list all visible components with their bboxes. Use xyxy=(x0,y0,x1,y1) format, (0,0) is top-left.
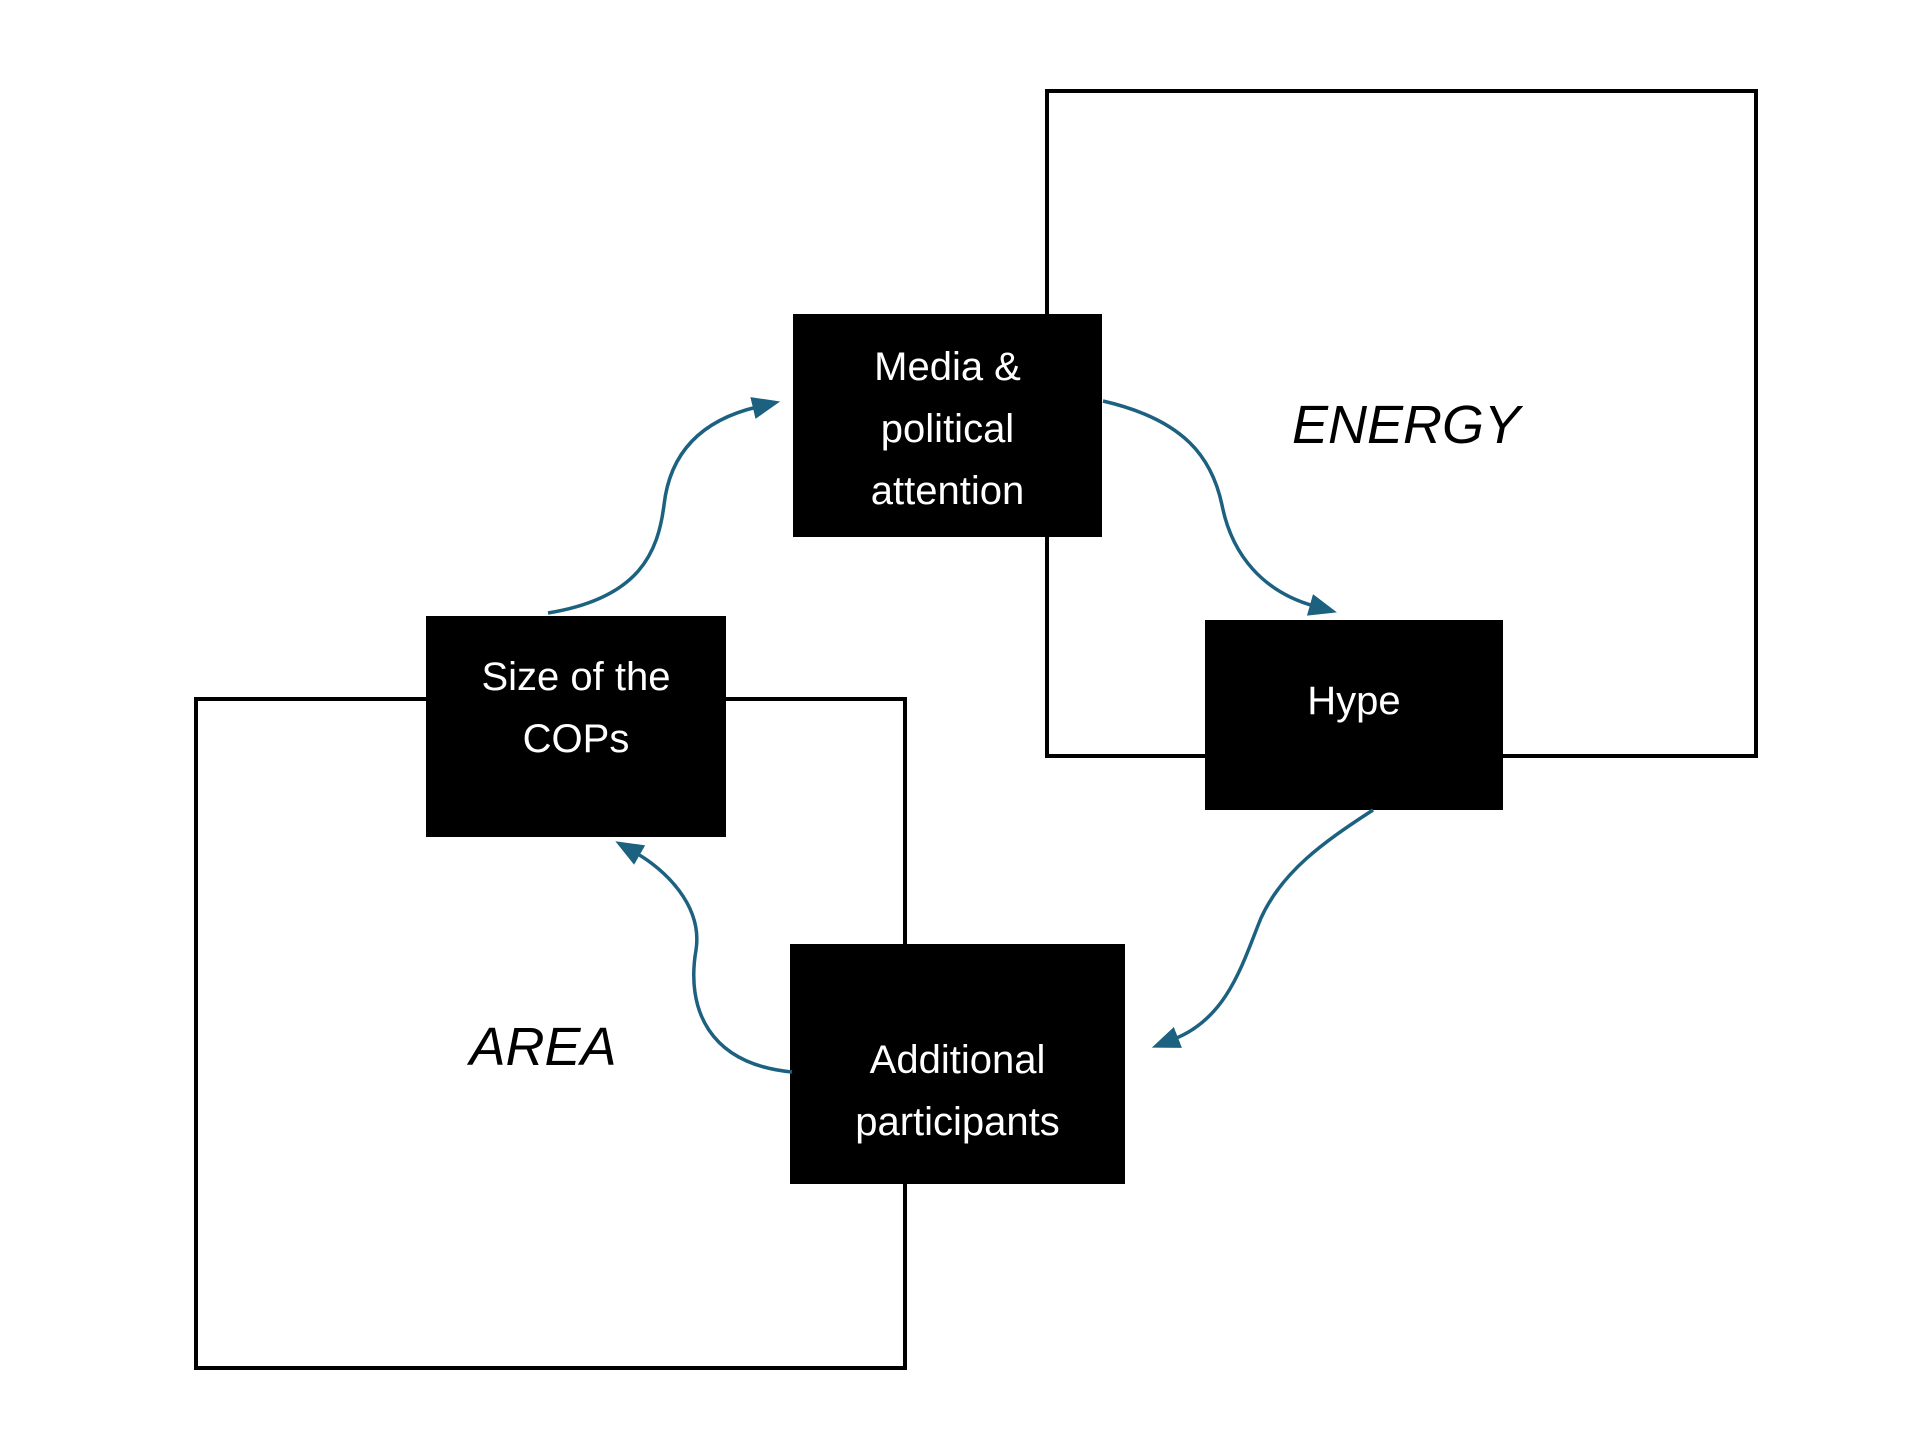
node-label-line: participants xyxy=(855,1100,1060,1144)
energy-region-label: ENERGY xyxy=(1291,395,1521,455)
node-label-line: Size of the xyxy=(481,654,671,699)
node-label-line: attention xyxy=(870,468,1025,513)
node-label-line: political xyxy=(880,406,1015,451)
node-label-line: Additional xyxy=(869,1038,1046,1082)
node-hype: Hype xyxy=(1205,620,1503,810)
arrow-hype-to-additional xyxy=(1151,808,1374,1048)
node-label-line: Media & xyxy=(874,344,1021,389)
node-label-line: COPs xyxy=(522,716,630,761)
node-label-line: Hype xyxy=(1307,679,1401,723)
node-additional-participants: Additional participants xyxy=(790,944,1125,1184)
node-size-of-the-cops: Size of the COPs xyxy=(426,616,726,837)
arrow-size-to-media xyxy=(547,397,781,615)
area-region-label: AREA xyxy=(469,1017,617,1077)
node-media-political-attention: Media & political attention xyxy=(793,314,1102,537)
